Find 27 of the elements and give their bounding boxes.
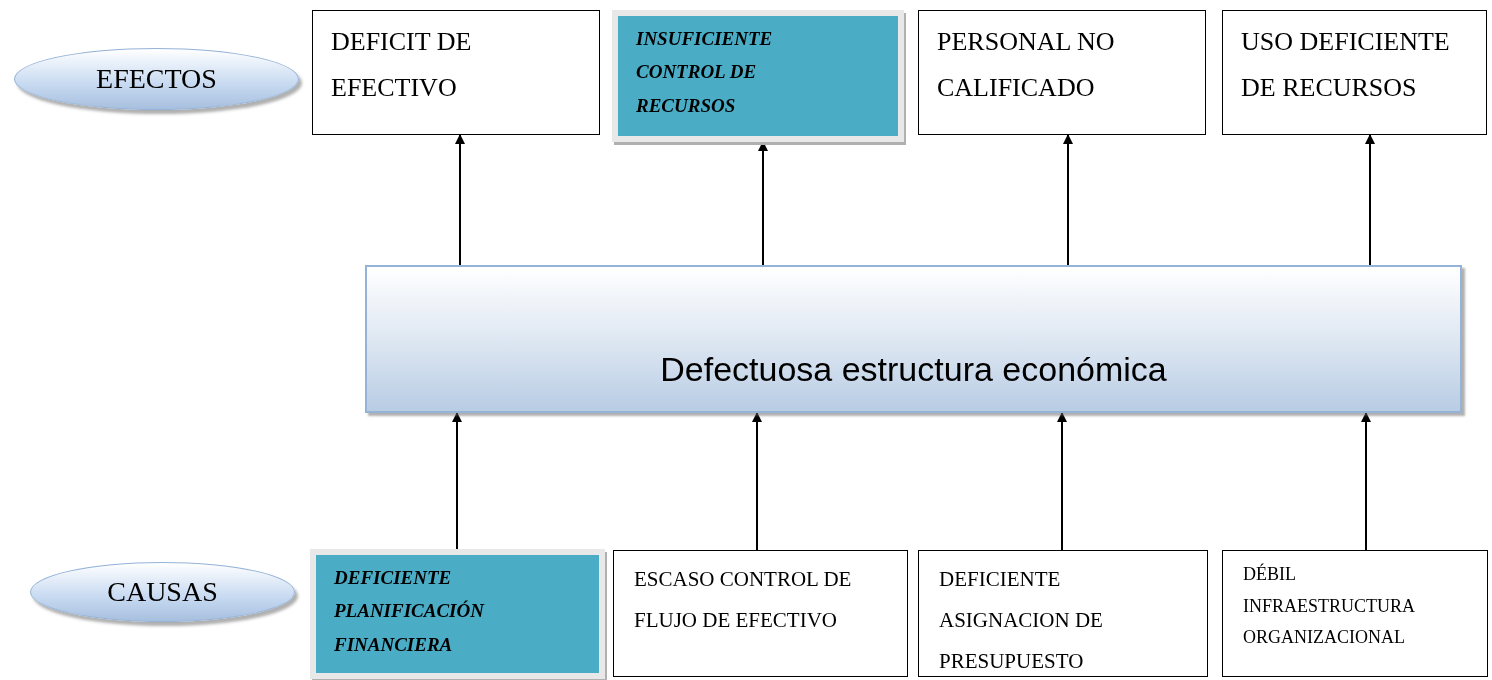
text-box: [918, 550, 1208, 677]
node-label: USO DEFICIENTE DE RECURSOS: [1241, 26, 1451, 104]
arrow: [452, 412, 462, 550]
arrow: [1057, 412, 1067, 551]
highlighted-box: [612, 10, 904, 142]
arrow: [1063, 134, 1073, 266]
node-label: DEFICIENTE ASIGNACION DE PRESUPUESTO: [939, 566, 1104, 675]
text-box: [613, 550, 908, 677]
arrow: [752, 412, 762, 551]
node-label: PERSONAL NO CALIFICADO: [937, 26, 1116, 104]
text-box: [918, 10, 1206, 135]
node-label: DEFICIENTE PLANIFICACIÓN FINANCIERA: [334, 566, 486, 657]
text-box: [1222, 550, 1488, 677]
node-label: DÉBIL INFRAESTRUCTURA ORGANIZACIONAL: [1243, 562, 1416, 649]
arrow: [1361, 412, 1371, 551]
node-label: EFECTOS: [96, 63, 217, 95]
highlighted-box: [310, 549, 605, 679]
node-label: CAUSAS: [107, 576, 218, 608]
central-problem-box: [365, 265, 1462, 413]
text-box: [1222, 10, 1487, 135]
text-box: [312, 10, 600, 135]
node-label: Defectuosa estructura económica: [660, 349, 1167, 389]
node-label: DEFICIT DE EFECTIVO: [331, 26, 473, 104]
arrow: [1365, 134, 1375, 266]
arrow: [455, 134, 465, 266]
node-label: INSUFICIENTE CONTROL DE RECURSOS: [636, 27, 774, 118]
node-label: ESCASO CONTROL DE FLUJO DE EFECTIVO: [634, 566, 853, 634]
